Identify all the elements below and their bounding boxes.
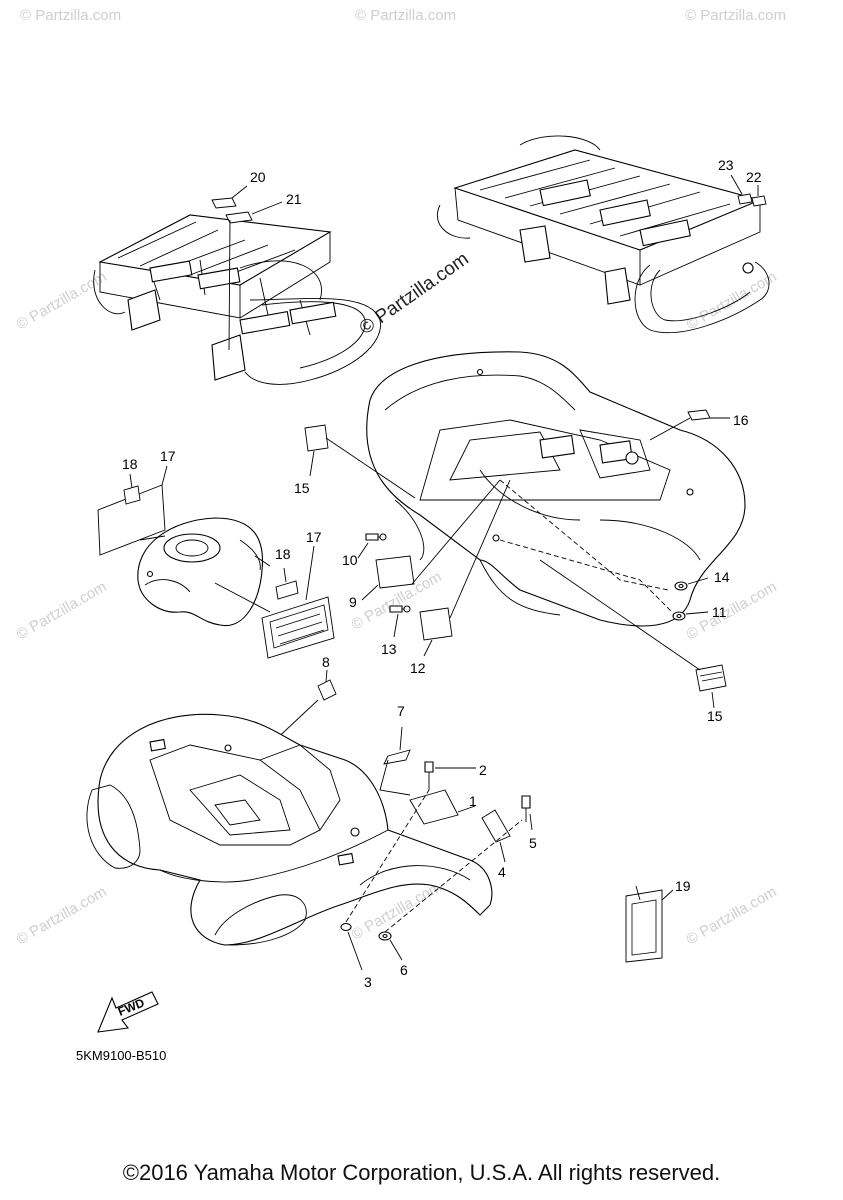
callout-12: 12 (410, 660, 426, 676)
front-fender (86, 713, 493, 946)
callout-18-left: 18 (122, 456, 138, 472)
washers-11-14 (672, 577, 709, 621)
callout-6: 6 (400, 962, 408, 978)
callout-9: 9 (349, 594, 357, 610)
watermark: © Partzilla.com (684, 578, 780, 643)
fwd-arrow-icon: FWD (97, 991, 159, 1033)
callout-1: 1 (469, 793, 477, 809)
callout-17-right: 17 (306, 529, 322, 545)
callout-20: 20 (250, 169, 266, 185)
watermark: © Partzilla.com (685, 7, 786, 24)
front-fender-decals (340, 726, 533, 971)
callout-18-right: 18 (275, 546, 291, 562)
callout-11: 11 (712, 604, 727, 620)
callout-15-upper: 15 (294, 480, 310, 496)
callout-13: 13 (381, 641, 397, 657)
callout-16: 16 (733, 412, 749, 428)
decal-15-upper (304, 424, 416, 499)
callout-17-left: 17 (160, 448, 176, 464)
callout-labels: 20 21 23 22 16 15 18 17 10 18 17 9 14 11… (122, 157, 762, 990)
watermark: © Partzilla.com (14, 883, 110, 948)
callout-21: 21 (286, 191, 302, 207)
callout-8: 8 (322, 654, 330, 670)
decal-22-23 (730, 174, 767, 207)
callout-23: 23 (718, 157, 734, 173)
rear-carrier-rack (436, 135, 770, 334)
decal-16 (649, 409, 730, 441)
fasteners-9-13 (357, 479, 673, 657)
rear-fender (366, 351, 746, 627)
callout-14: 14 (714, 569, 730, 585)
hang-tag-19 (625, 885, 674, 963)
callout-7: 7 (397, 703, 405, 719)
callout-2: 2 (479, 762, 487, 778)
watermark: © Partzilla.com (355, 7, 456, 24)
callout-19: 19 (675, 878, 691, 894)
watermark: © Partzilla.com (684, 268, 780, 333)
watermark: © Partzilla.com (684, 883, 780, 948)
watermark: © Partzilla.com (14, 268, 110, 333)
decal-17-18-right (214, 545, 335, 659)
watermark: © Partzilla.com (20, 7, 121, 24)
callout-15-lower: 15 (707, 708, 723, 724)
decal-17-18-left (97, 465, 168, 556)
watermark: © Partzilla.com (14, 578, 110, 643)
copyright-notice: ©2016 Yamaha Motor Corporation, U.S.A. A… (122, 1160, 721, 1185)
decal-15-lower (539, 559, 727, 709)
callout-22: 22 (746, 169, 762, 185)
callout-3: 3 (364, 974, 372, 990)
callout-5: 5 (529, 835, 537, 851)
callout-4: 4 (498, 864, 506, 880)
watermark-main: © Partzilla.com (356, 248, 473, 339)
fuel-tank-cover (137, 517, 271, 627)
front-carrier-rack (93, 214, 381, 385)
callout-10: 10 (342, 552, 358, 568)
decal-20-21 (211, 185, 283, 351)
diagram-code: 5KM9100-B510 (76, 1048, 166, 1063)
